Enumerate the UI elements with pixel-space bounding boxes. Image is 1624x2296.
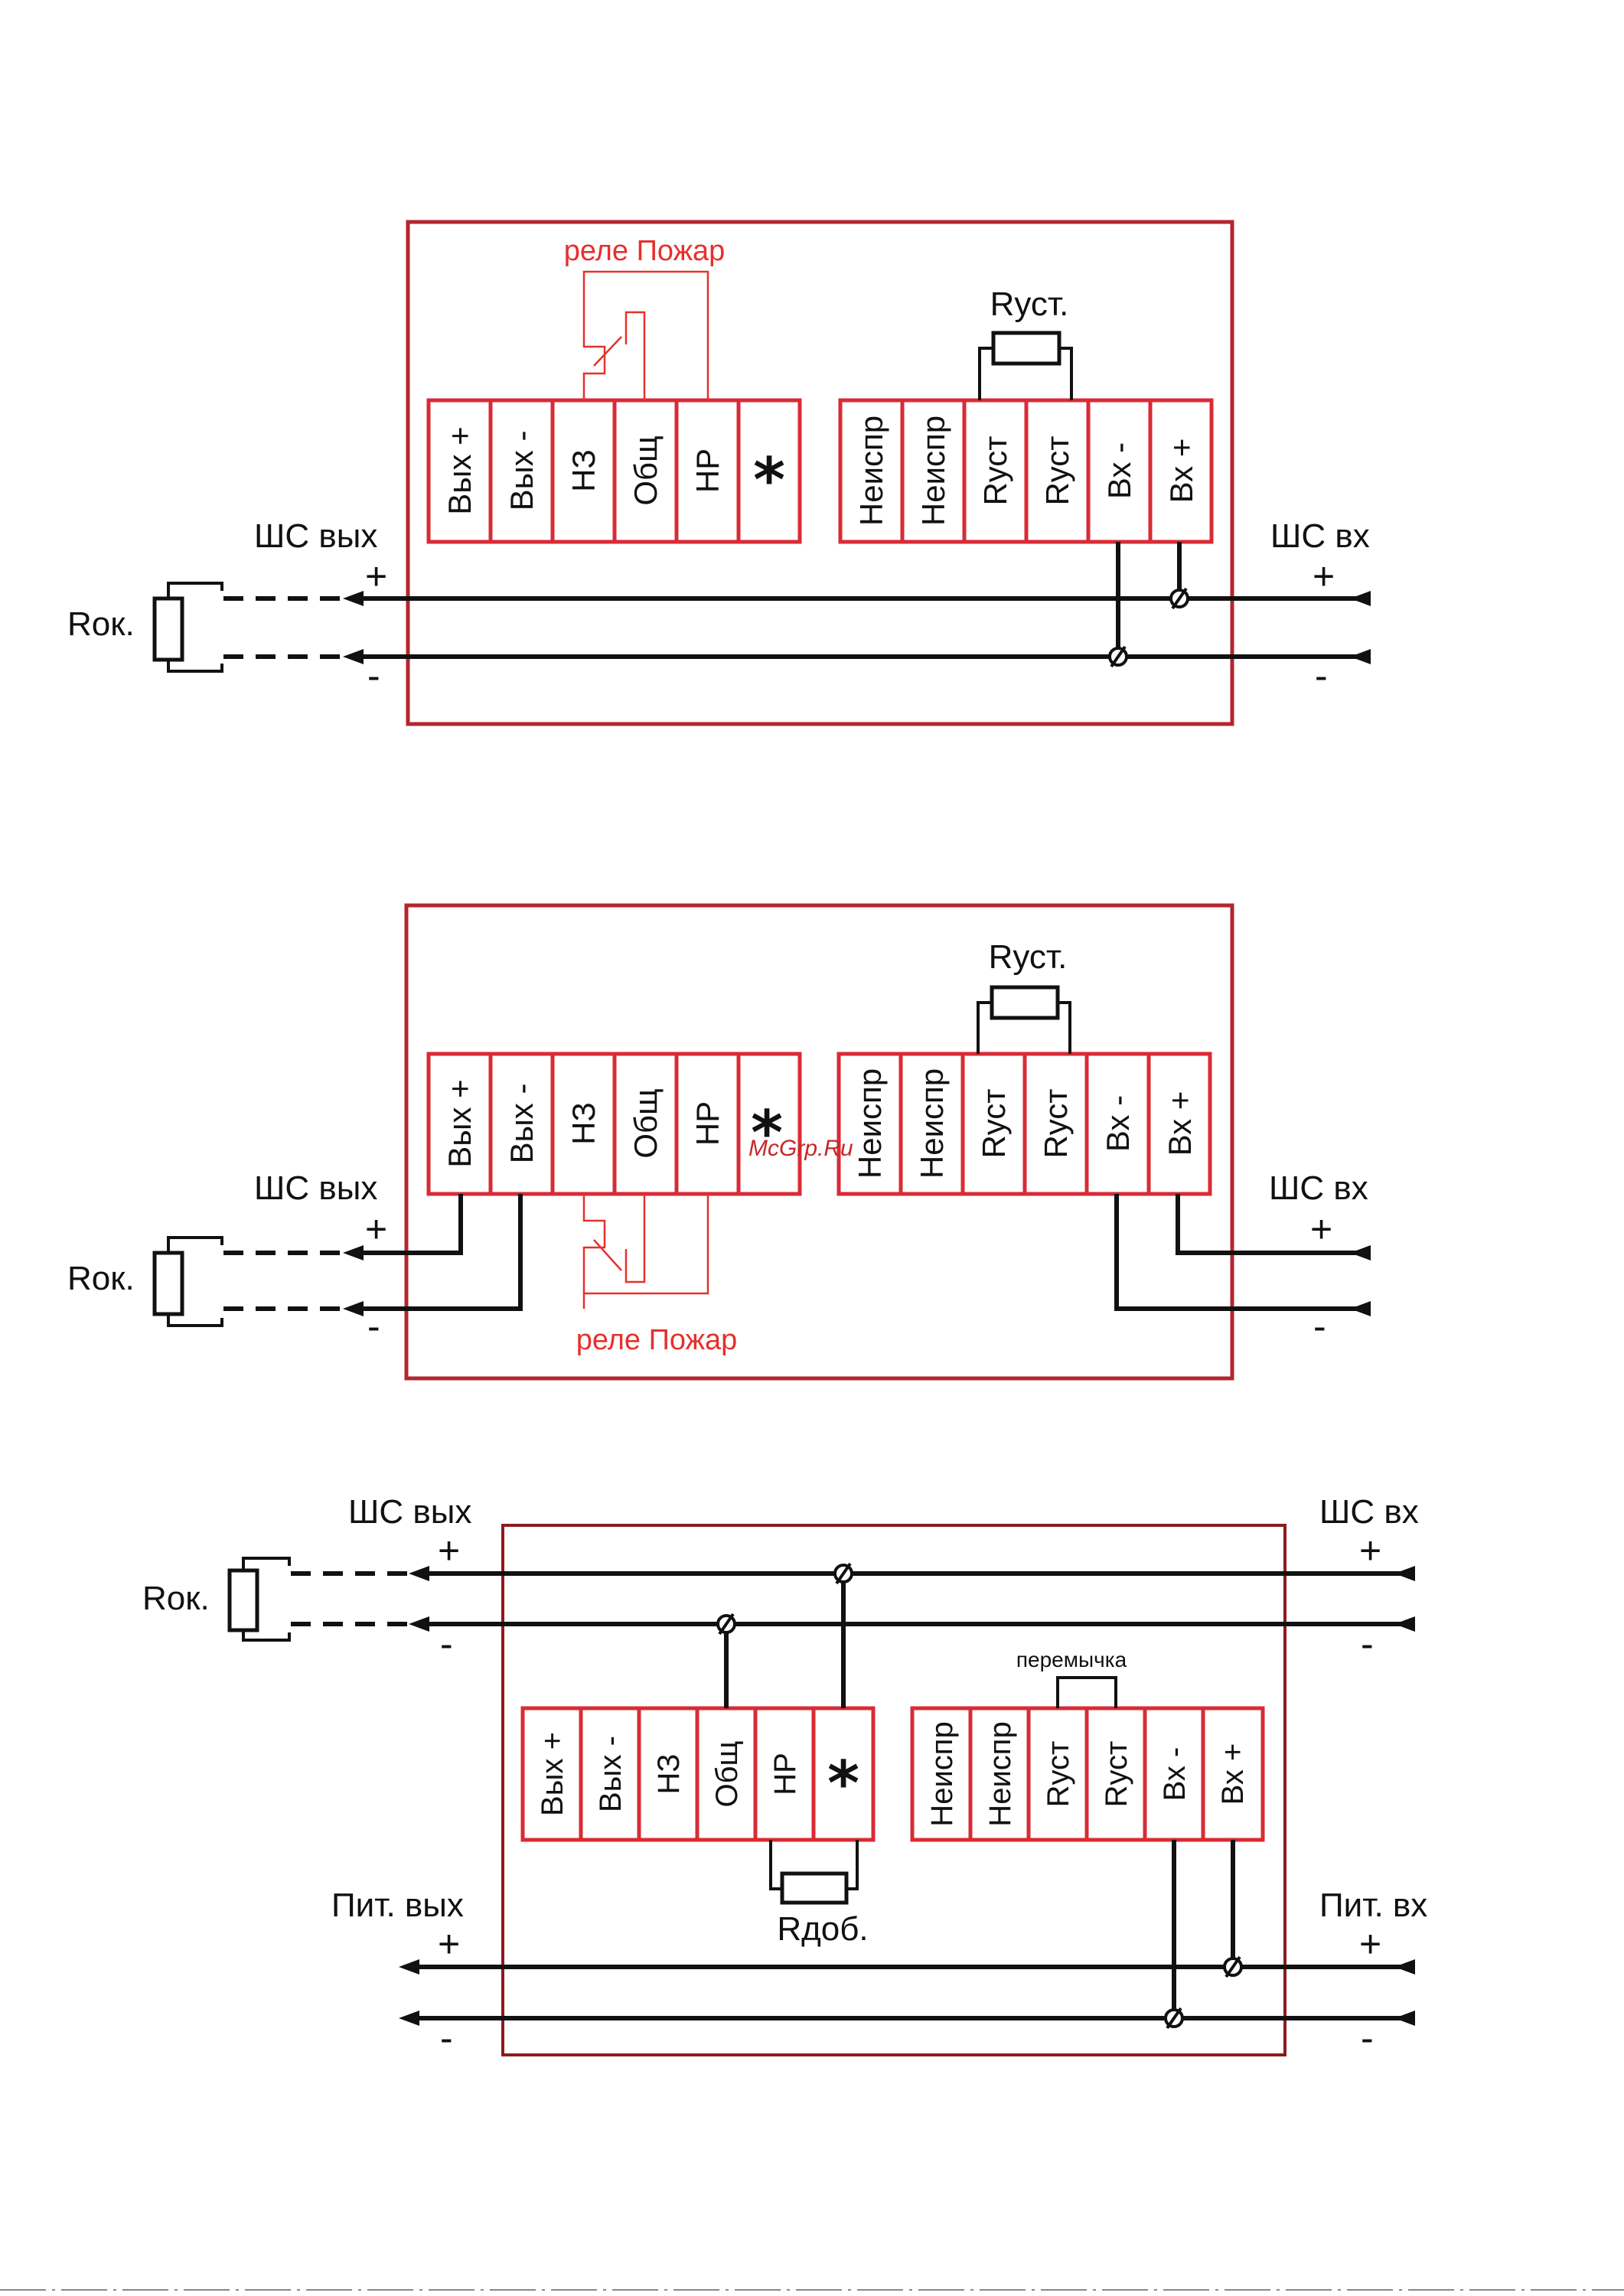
plus-sign: + [365, 1208, 387, 1251]
relay-label: реле Пожар [564, 235, 726, 267]
minus-sign: - [1313, 1305, 1326, 1348]
terminal-label: Неиспр [983, 1721, 1017, 1826]
terminal-label: Rуст [1042, 1741, 1075, 1808]
terminal-star: * [827, 1748, 859, 1819]
relay-symbol [582, 1194, 709, 1309]
device-housing [406, 220, 1234, 726]
terminal-label: Rуст [977, 435, 1013, 505]
jumper-label: перемычка [1016, 1648, 1127, 1671]
diagram-1: Вых + Вых - НЗ Общ НР * Неиспр Неиспр Rу… [67, 220, 1371, 726]
end-of-line-resistor [152, 582, 343, 673]
device-housing [501, 1524, 1286, 2056]
left-terminal-block: Вых + Вых - НЗ Общ НР * [520, 1706, 876, 1842]
terminal-label: Вх + [1216, 1743, 1250, 1805]
minus-sign: - [1361, 2017, 1374, 2060]
device-housing [404, 903, 1234, 1381]
end-resistor-label: Rок. [67, 1260, 135, 1297]
terminal-label: Общ [628, 435, 664, 505]
loop-minus-wire [354, 1194, 523, 1311]
left-terminal-block: Вых + Вых - НЗ Общ НР * [426, 398, 802, 544]
terminal-label: Вых - [504, 1084, 540, 1164]
watermark: McGrp.Ru [748, 1136, 853, 1161]
terminal-label: Rуст [1100, 1741, 1133, 1808]
terminal-label: Rуст [976, 1088, 1012, 1158]
terminal-label: НР [768, 1753, 802, 1795]
rust-resistor [977, 985, 1071, 1054]
end-resistor-label: Rок. [67, 605, 135, 643]
plus-sign: + [438, 1923, 460, 1965]
minus-sign: - [367, 1305, 380, 1348]
terminal-label: НЗ [566, 1102, 602, 1145]
loop-in-minus-wire [1114, 1194, 1370, 1311]
terminal-label: НЗ [566, 449, 602, 492]
loop-in-label: ШС вх [1269, 1169, 1368, 1207]
plus-sign: + [365, 555, 387, 598]
plus-sign: + [1310, 1208, 1332, 1251]
terminal-label: Неиспр [914, 1068, 950, 1179]
terminal-label: Неиспр [925, 1721, 959, 1826]
rust-resistor [978, 331, 1073, 400]
plus-sign: + [1313, 555, 1335, 598]
terminal-label: Вых - [594, 1736, 628, 1812]
end-of-line-resistor [227, 1557, 409, 1642]
terminal-label: Общ [628, 1088, 664, 1158]
loop-out-label: ШС вых [254, 1169, 377, 1207]
loop-out-label: ШС вых [348, 1493, 471, 1531]
plus-sign: + [1359, 1529, 1381, 1572]
minus-sign: - [367, 654, 380, 697]
terminal-label: Общ [710, 1741, 744, 1808]
relay-symbol [582, 270, 709, 400]
minus-sign: - [440, 2017, 453, 2060]
right-terminal-block: Неиспр Неиспр Rуст Rуст Вх - Вх + [836, 1052, 1212, 1196]
terminal-label: Вых + [442, 1079, 478, 1167]
plus-sign: + [1359, 1923, 1381, 1965]
end-of-line-resistor [152, 1236, 343, 1327]
terminal-label: Неиспр [853, 416, 889, 526]
minus-sign: - [440, 1623, 453, 1665]
minus-sign: - [1315, 654, 1328, 697]
loop-out-label: ШС вых [254, 517, 377, 555]
terminal-label: Вых - [504, 431, 540, 511]
terminal-label: Вых + [536, 1732, 569, 1816]
terminal-star: * [753, 445, 785, 516]
power-out-label: Пит. вых [331, 1887, 464, 1924]
relay-label: реле Пожар [576, 1324, 738, 1356]
right-terminal-block: Неиспр Неиспр Rуст Rуст Вх - Вх + [838, 398, 1214, 544]
power-in-label: Пит. вх [1319, 1887, 1427, 1924]
terminal-label: Вх - [1101, 442, 1137, 499]
terminal-label: Rуст [1039, 435, 1075, 505]
terminal-label: Вх - [1100, 1095, 1136, 1152]
loop-in-label: ШС вх [1319, 1493, 1419, 1531]
terminal-label: НР [690, 448, 726, 493]
terminal-label: Неиспр [852, 1068, 888, 1179]
terminal-label: Вых + [442, 426, 478, 514]
terminal-label: Неиспр [915, 416, 951, 526]
terminal-star: * [751, 1097, 783, 1169]
loop-in-label: ШС вх [1270, 517, 1370, 555]
loop-plus-wire [354, 1194, 463, 1255]
add-resistor [769, 1840, 859, 1905]
terminal-label: Вх - [1158, 1747, 1192, 1802]
terminal-label: НЗ [652, 1753, 686, 1794]
minus-sign: - [1361, 1623, 1374, 1665]
terminal-label: НР [690, 1101, 726, 1146]
end-resistor-label: Rок. [142, 1580, 210, 1617]
terminal-label: Вх + [1163, 439, 1199, 504]
rust-resistor-label: Rуст. [989, 938, 1068, 976]
terminal-label: Rуст [1038, 1088, 1074, 1158]
add-resistor-label: Rдоб. [777, 1910, 868, 1948]
loop-in-plus-wire [1176, 1194, 1370, 1255]
diagram-3: Вых + Вых - НЗ Общ НР * Неиспр Неиспр Rу… [142, 1493, 1427, 2060]
right-terminal-block: Неиспр Неиспр Rуст Rуст Вх - Вх + [910, 1706, 1265, 1842]
terminal-label: Вх + [1162, 1091, 1198, 1156]
rust-resistor-label: Rуст. [990, 285, 1069, 323]
left-terminal-block: Вых + Вых - НЗ Общ НР * [426, 1052, 802, 1196]
diagram-2: Вых + Вых - НЗ Общ НР * Неиспр Неиспр Rу… [67, 903, 1371, 1381]
plus-sign: + [438, 1529, 460, 1572]
jumper-wire [1056, 1676, 1117, 1708]
